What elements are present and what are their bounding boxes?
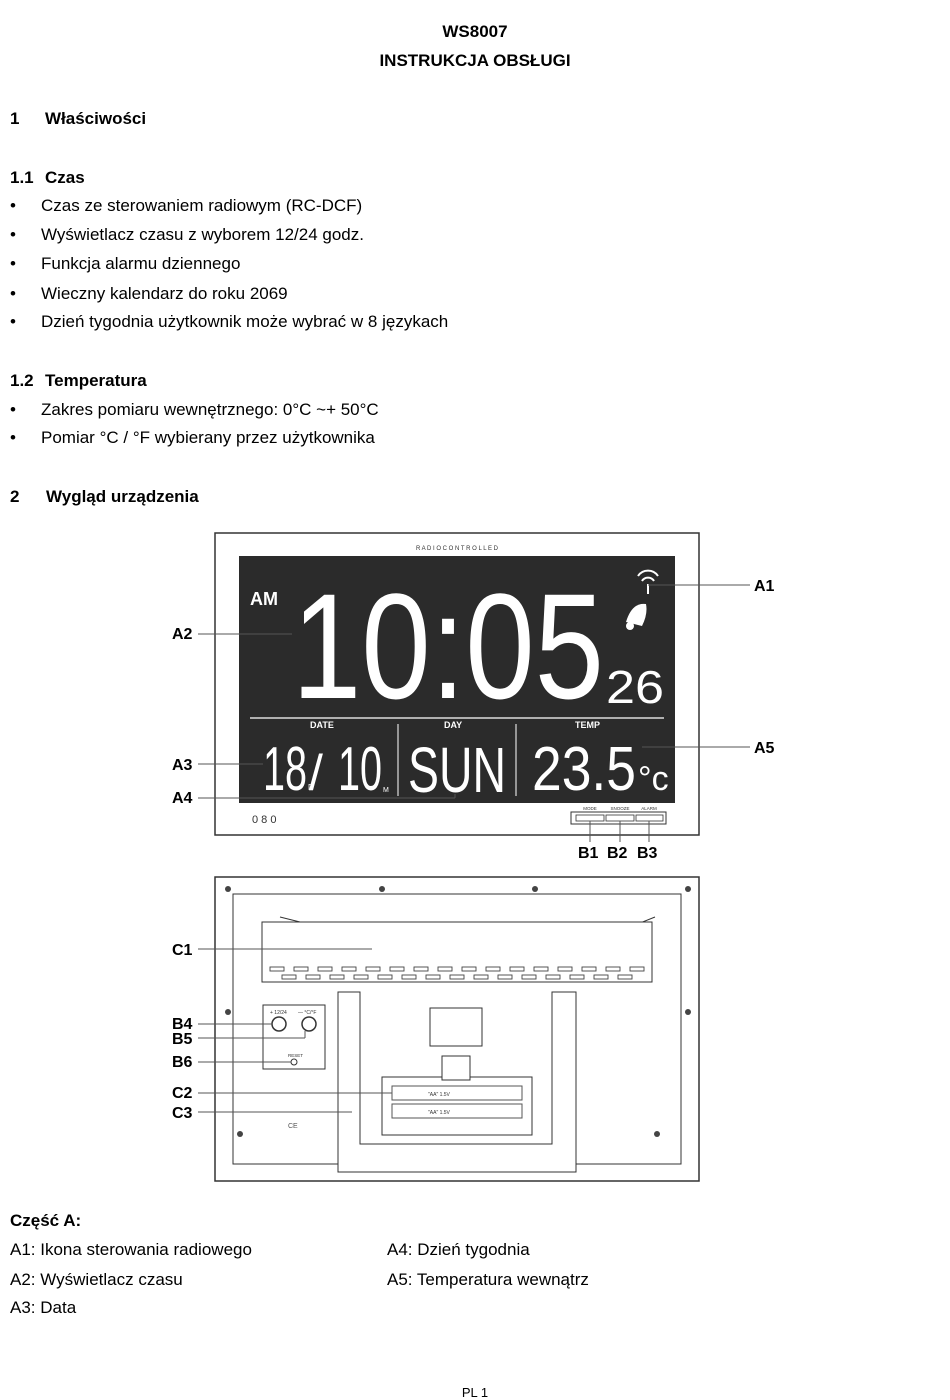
date-day-value: 18 [263, 735, 307, 804]
part-item: A2: Wyświetlacz czasu [10, 1270, 183, 1289]
alarm-button-label: ALARM [641, 806, 657, 811]
callout-c2: C2 [172, 1085, 193, 1102]
callout-a2: A2 [172, 626, 193, 643]
snooze-button-label: SNOOZE [610, 806, 629, 811]
section-1-1-number: 1.1 [10, 168, 34, 187]
callout-a5: A5 [754, 740, 775, 757]
battery-label: "AA" 1.5V [428, 1092, 451, 1098]
seconds-display: 26 [606, 661, 664, 713]
callout-b3: B3 [637, 845, 658, 862]
clock-back-diagram: "AA" 1.5V "AA" 1.5V + 12/24 — °C/°F RESE… [172, 876, 700, 1182]
section-1-1-title: Czas [45, 168, 85, 187]
alarm-button[interactable] [635, 814, 664, 822]
callout-a4: A4 [172, 790, 193, 807]
month-marker: M [383, 787, 389, 794]
callout-b4: B4 [172, 1016, 193, 1033]
snooze-button[interactable] [605, 814, 635, 822]
minus-button[interactable] [301, 1016, 317, 1032]
temp-label: TEMP [575, 720, 600, 730]
date-slash: / [309, 745, 323, 801]
am-indicator: AM [250, 589, 278, 609]
page-number: PL 1 [461, 1385, 489, 1400]
part-item: A3: Data [10, 1298, 77, 1317]
battery-label: "AA" 1.5V [428, 1110, 451, 1116]
back-button-panel [262, 1004, 326, 1070]
day-marker: D [308, 783, 314, 792]
section-2-title: Wygląd urządzenia [46, 487, 199, 506]
section-1-title: Właściwości [45, 109, 147, 128]
document-model: WS8007 [442, 22, 508, 41]
battery-slot-1 [391, 1085, 523, 1101]
clock-front-diagram: R A D I O C O N T R O L L E D AM 10:05 2… [172, 532, 775, 862]
battery-latch [441, 1055, 471, 1081]
section-1-number: 1 [10, 109, 20, 128]
parts-heading: Część A: [10, 1211, 82, 1230]
reset-button[interactable] [290, 1058, 298, 1066]
plus-button[interactable] [271, 1016, 287, 1032]
top-vent-panel [261, 921, 653, 983]
label-plate [429, 1007, 483, 1047]
radio-signal-icon [637, 569, 659, 594]
callout-c3: C3 [172, 1105, 193, 1122]
section-1-2-number: 1.2 [10, 371, 34, 390]
ce-mark: CE [288, 1123, 298, 1130]
plus-button-label: + 12/24 [270, 1010, 287, 1016]
callout-b1: B1 [578, 845, 599, 862]
section-1-2-title: Temperatura [45, 371, 147, 390]
speaker-grille: 0 8 0 [252, 814, 276, 826]
document-subtitle: INSTRUKCJA OBSŁUGI [379, 51, 571, 70]
radio-controlled-text: R A D I O C O N T R O L L E D [416, 546, 499, 552]
part-item: A5: Temperatura wewnątrz [387, 1270, 589, 1289]
stand [337, 991, 577, 1173]
temperature-display: 23.5 [532, 735, 636, 804]
reset-button-label: RESET [288, 1053, 303, 1058]
part-item: A1: Ikona sterowania radiowego [10, 1240, 252, 1259]
callout-b6: B6 [172, 1054, 193, 1071]
lcd-screen [239, 556, 675, 803]
time-display: 10:05 [292, 562, 604, 730]
temperature-unit: °c [638, 760, 669, 798]
minus-button-label: — °C/°F [298, 1010, 316, 1016]
callout-b2: B2 [607, 845, 628, 862]
section-2-number: 2 [10, 487, 20, 506]
day-label: DAY [444, 720, 462, 730]
date-label: DATE [310, 720, 334, 730]
callout-c1: C1 [172, 942, 193, 959]
callout-a1: A1 [754, 578, 775, 595]
battery-slot-2 [391, 1103, 523, 1119]
date-month-value: 10 [338, 735, 382, 804]
callout-b5: B5 [172, 1031, 193, 1048]
weekday-display: SUN [408, 734, 506, 806]
vent-slots [269, 966, 645, 980]
mode-button[interactable] [575, 814, 605, 822]
mode-button-label: MODE [583, 806, 597, 811]
callout-a3: A3 [172, 757, 193, 774]
part-item: A4: Dzień tygodnia [387, 1240, 530, 1259]
alarm-bell-icon [626, 603, 647, 630]
